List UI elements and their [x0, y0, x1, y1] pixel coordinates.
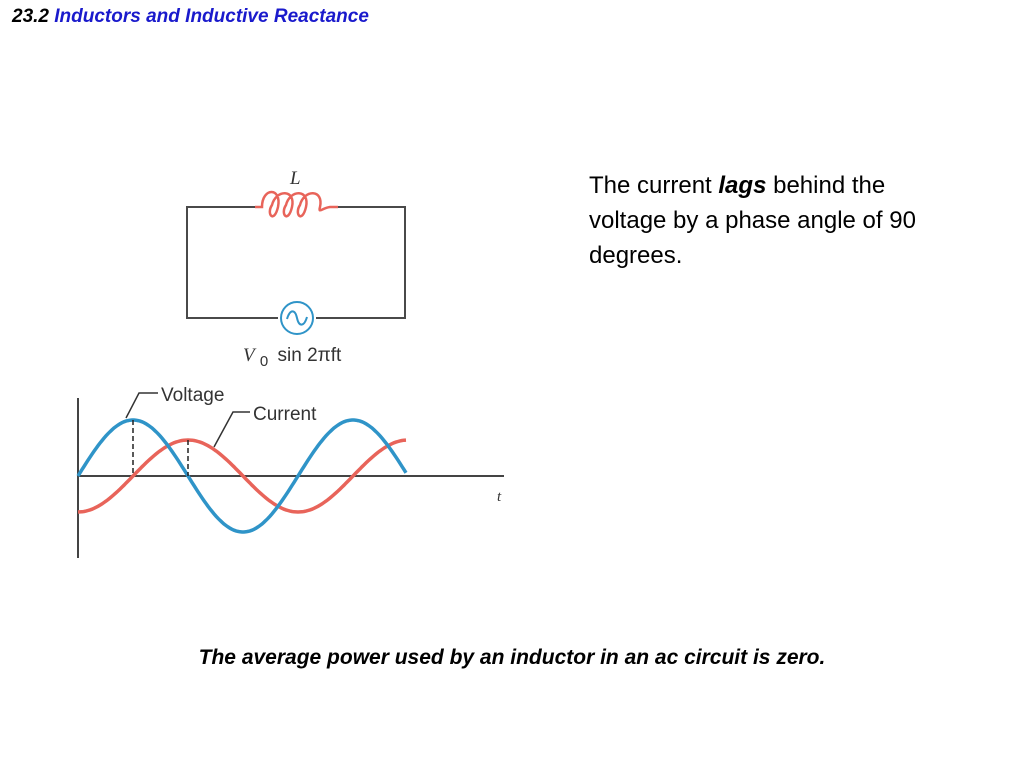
current-label: Current [253, 404, 317, 425]
current-callout-line [213, 411, 250, 448]
section-title: Inductors and Inductive Reactance [54, 6, 369, 27]
description-emphasis: lags [718, 172, 767, 199]
circuit-wire [186, 206, 406, 319]
ac-source-wave [286, 310, 308, 326]
voltage-label: Voltage [161, 385, 224, 406]
source-subscript: 0 [260, 353, 268, 370]
source-sine: sin 2πft [278, 345, 343, 366]
description-after: behind the voltage by a phase angle of 9… [589, 172, 916, 269]
source-expression: V 0 sin 2πft [243, 345, 342, 371]
inductor-coil [255, 190, 338, 218]
section-number: 23.2 [12, 6, 49, 27]
time-axis-label: t [497, 489, 502, 505]
source-v: V [243, 345, 257, 366]
phase-lag-description: The current lags behind the voltage by a… [589, 168, 969, 273]
slide-header: 23.2 Inductors and Inductive Reactance [12, 6, 369, 28]
description-before: The current [589, 172, 719, 199]
circuit: L V 0 sin 2πft [186, 168, 406, 371]
voltage-callout-line [125, 392, 158, 419]
waveform-graph: t Voltage Current [76, 385, 504, 558]
current-curve [77, 438, 407, 514]
average-power-note: The average power used by an inductor in… [198, 646, 826, 669]
inductor-label: L [289, 168, 301, 189]
